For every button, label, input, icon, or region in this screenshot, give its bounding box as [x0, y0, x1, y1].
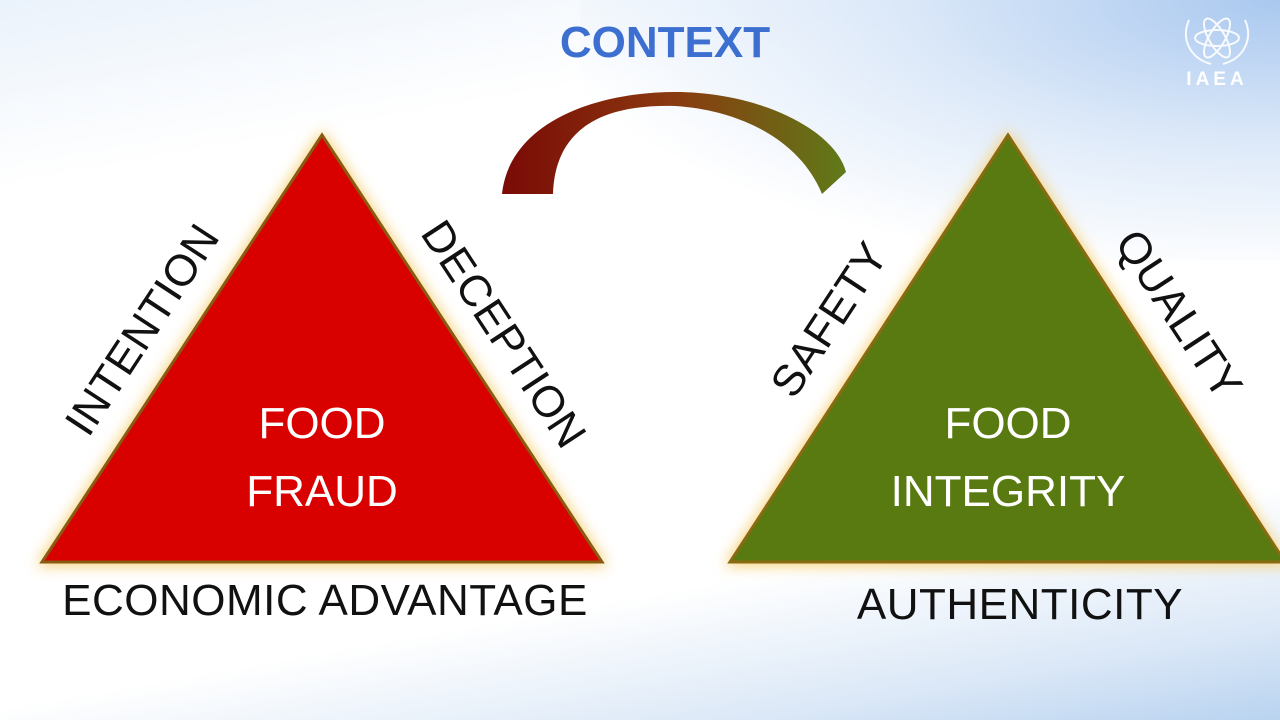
background-glow	[580, 0, 1280, 260]
food-integrity-label: FOOD INTEGRITY	[858, 390, 1158, 526]
iaea-logo: IAEA	[1172, 8, 1262, 91]
context-title: CONTEXT	[559, 18, 771, 67]
atom-wreath-icon	[1185, 17, 1249, 65]
context-arc-arrow	[502, 92, 846, 194]
label-line-2: INTEGRITY	[890, 467, 1126, 516]
authenticity-label: AUTHENTICITY	[856, 580, 1184, 629]
label-line-2: FRAUD	[246, 467, 398, 516]
label-line-1: FOOD	[258, 399, 386, 448]
food-integrity-triangle	[724, 130, 1280, 566]
logo-text: IAEA	[1186, 69, 1248, 90]
economic-advantage-label: ECONOMIC ADVANTAGE	[62, 576, 588, 625]
food-fraud-label: FOOD FRAUD	[172, 390, 472, 526]
label-line-1: FOOD	[944, 399, 1072, 448]
food-fraud-triangle	[36, 130, 608, 566]
